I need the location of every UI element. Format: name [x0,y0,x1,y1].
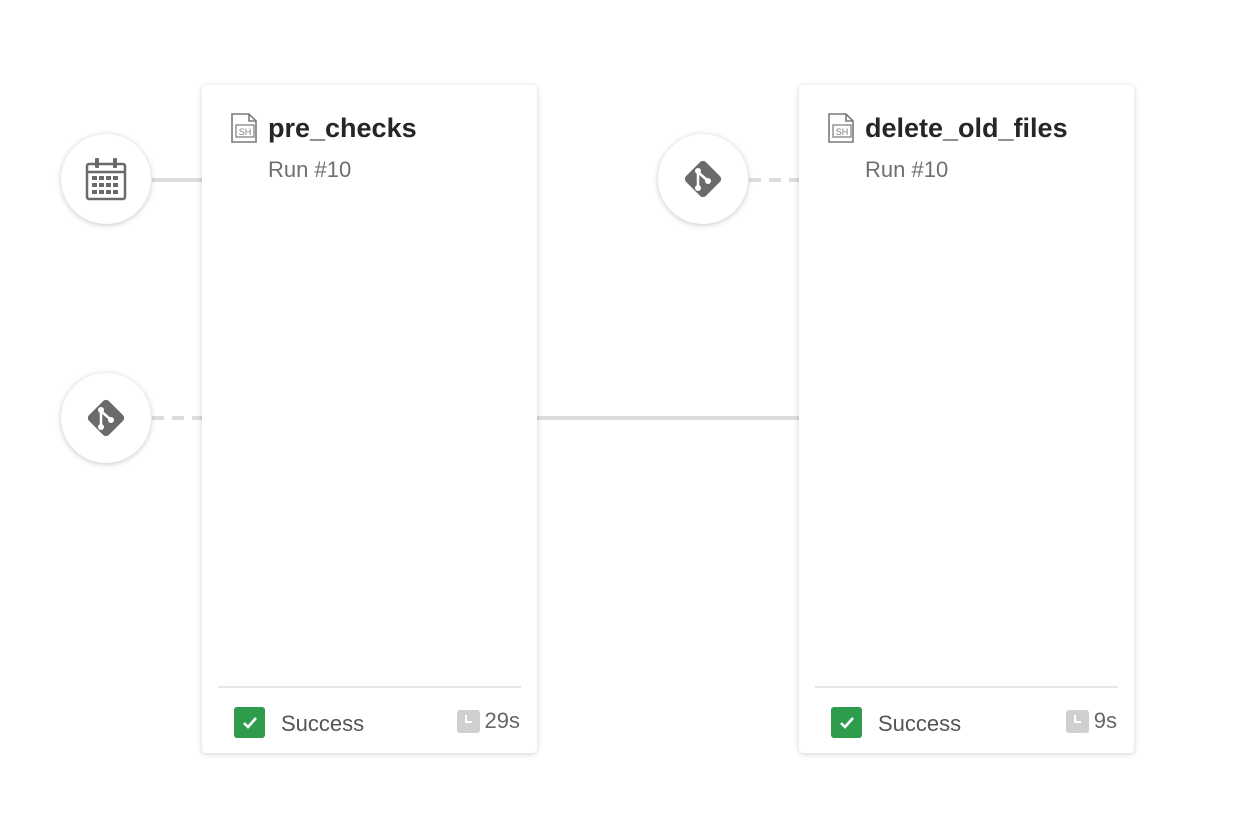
connector-git-to-pre-checks [152,416,202,420]
git-icon [87,399,125,437]
duration-value: 9s [1093,708,1117,733]
job-duration: 29s [456,708,520,734]
git-trigger-delete-old-files[interactable] [658,134,748,224]
check-icon [831,707,862,738]
sh-file-icon: SH [828,113,854,143]
connector-git-to-delete-old-files [749,178,799,182]
status-label: Success [878,711,962,736]
connector-schedule-to-pre-checks [152,178,202,182]
sh-file-icon: SH [231,113,257,143]
calendar-icon [85,158,127,201]
git-icon [684,160,722,198]
job-run-number: Run #10 [865,157,949,182]
job-divider [218,686,521,688]
job-duration: 9s [1065,708,1117,734]
job-card-delete-old-files[interactable]: SH delete_old_files Run #10 Success 9s [799,85,1134,753]
duration-value: 29s [484,708,520,733]
git-trigger-pre-checks[interactable] [61,373,151,463]
check-icon [234,707,265,738]
status-label: Success [281,711,365,736]
svg-text:SH: SH [836,127,849,137]
clock-icon [456,709,480,733]
job-card-pre-checks[interactable]: SH pre_checks Run #10 Success 29s [202,85,537,753]
job-title[interactable]: delete_old_files [865,113,1068,143]
svg-text:SH: SH [239,127,252,137]
clock-icon [1065,709,1089,733]
connector-pre-checks-to-delete-old-files [537,416,799,420]
job-run-number: Run #10 [268,157,352,182]
schedule-trigger[interactable] [61,134,151,224]
job-divider [815,686,1118,688]
job-title[interactable]: pre_checks [268,113,417,143]
